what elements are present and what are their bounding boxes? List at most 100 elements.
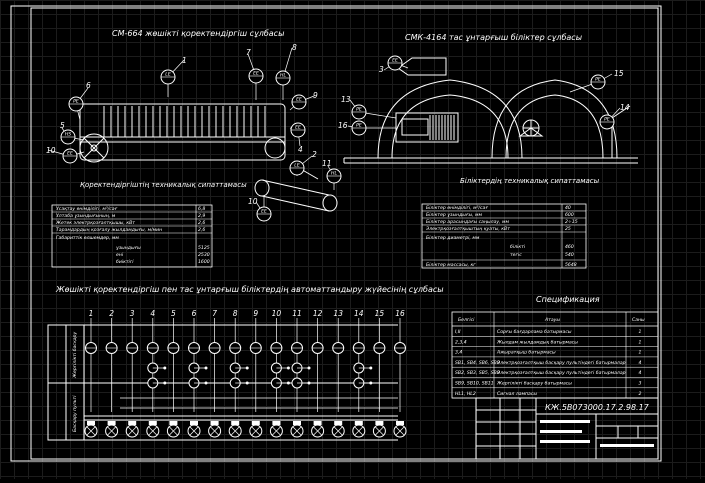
callout-tag: PE [73, 99, 79, 105]
column-number: 13 [333, 309, 343, 318]
callout-number: 15 [614, 69, 624, 78]
roller-row-5-value: 460 [565, 244, 574, 250]
automation-column-7: 7 [208, 309, 222, 438]
callout-tag: PE [356, 123, 362, 129]
roller-row-3-value: 25 [565, 226, 571, 232]
spec-code: SB9, SB10, SB11 [455, 381, 494, 387]
roller-row-2-name: Біліктер арасындағы саңылау, мм [426, 219, 509, 225]
column-number: 11 [292, 309, 302, 318]
callout-7: EE7 [246, 48, 264, 100]
callout-number: 5 [60, 121, 65, 130]
callout-4: EE4 [289, 122, 306, 154]
callout-number: 11 [322, 159, 332, 168]
callout-number: 2 [312, 150, 317, 159]
feeder-spec-table: Ұсақтау өнімділігі, м³/сағ 6,8 Ұлтаба ұз… [51, 204, 213, 268]
roller-row-1-value: 600 [565, 212, 574, 218]
automation-column-1: 1 [84, 309, 98, 438]
specification-title: Спецификация [536, 295, 600, 304]
automation-frame [47, 324, 398, 441]
spec-qty: 4 [639, 360, 642, 366]
conveyor-tail-wheel [264, 137, 286, 159]
column-number: 4 [150, 309, 155, 318]
callout-tag: EE [67, 151, 73, 157]
roller-row-1-name: Біліктер ұзындығы, мм [426, 212, 482, 218]
feeder-row-6-value: 2530 [198, 252, 210, 258]
column-number: 3 [130, 309, 135, 318]
spec-name: Сорғы бағдарлама батырмасы [497, 329, 572, 335]
callout-number: 8 [292, 43, 297, 52]
roller-row-7-value: 5648 [565, 262, 577, 268]
callout-6: PE6 [68, 81, 91, 121]
automation-column-12: 12 [311, 309, 325, 438]
callout-5: HS5 [60, 121, 85, 145]
spec-header-code: Белгісі [458, 317, 475, 323]
column-number: 6 [192, 309, 197, 318]
automation-column-4: 4 [146, 309, 167, 438]
callout-number: 1 [182, 56, 187, 65]
automation-column-9: 9 [249, 309, 263, 438]
callout-tag: PE [356, 107, 362, 113]
feeder-row-5-name: ұзындығы [116, 246, 141, 251]
automation-side-top: Жергілікті басқару [72, 332, 78, 379]
callout-number: 14 [620, 103, 630, 112]
spec-code: SB1, SB4, SB6, SB8 [455, 360, 500, 366]
crusher-scheme-title: СМК-4164 тас ұнтарғыш біліктер сұлбасы [405, 33, 582, 42]
callout-tag: LE [294, 163, 300, 169]
callout-13: PE 13 [341, 95, 397, 120]
callout-11: HL 11 [322, 159, 342, 190]
feeder-row-0-value: 6,8 [198, 206, 205, 212]
automation-column-6: 6 [187, 309, 208, 438]
automation-column-11: 11 [290, 309, 311, 438]
callout-number: 10 [248, 197, 258, 206]
roller-row-2-value: 2÷15 [565, 219, 578, 225]
spec-name: Ажыратқыш батырмасы [496, 350, 556, 356]
callout-tag: EE [296, 97, 302, 103]
callout-number: 4 [298, 145, 303, 154]
roller-row-6-value: 540 [565, 252, 574, 258]
column-number: 7 [212, 309, 217, 318]
feeder-row-1-name: Ұлтаба ұзындығының, м [56, 213, 116, 219]
column-number: 9 [253, 309, 258, 318]
roller-row-0-name: Біліктер өнімділігі, м³/сағ [426, 205, 488, 211]
title-block [475, 397, 659, 460]
feeder-row-3-value: 2,6 [198, 227, 205, 233]
spec-header-qty: Саны [632, 317, 645, 323]
feeder-row-7-name: биіктігі [116, 259, 134, 265]
automation-column-10: 10 [269, 309, 290, 438]
inner-sheet-frame [30, 7, 659, 460]
callout-tag: LE [165, 72, 171, 78]
spec-code: 2,3,4 [455, 339, 467, 345]
callout-3: EE3 [379, 55, 409, 74]
roller-spec-table: Біліктер өнімділігі, м³/сағ 40 Біліктер … [421, 203, 587, 269]
feeder-row-4-name: Габариттік өлшемдер, мм [56, 235, 119, 241]
callout-tag: HS [65, 132, 71, 138]
title-block-fills [540, 420, 654, 447]
spec-qty: 4 [639, 370, 642, 376]
outer-sheet-frame [10, 5, 662, 462]
spec-code: 3,4 [455, 350, 462, 356]
spec-header-name: Атауы [544, 317, 560, 323]
column-number: 5 [171, 309, 176, 318]
feeder-row-0-name: Ұсақтау өнімділігі, м³/сағ [56, 206, 118, 212]
roller-row-6-name: тегіс [510, 252, 522, 258]
automation-column-2: 2 [105, 309, 119, 438]
automation-scheme-title: Жөшікті қоректендіргіш пен тас ұнтарғыш … [55, 285, 444, 294]
column-number: 1 [89, 309, 94, 318]
callout-tag: EE [261, 209, 267, 215]
callout-number: 13 [341, 95, 351, 104]
spec-name: Электрқозғалтқыш басқару пультіндегі бат… [496, 370, 626, 376]
callout-tag: HL [331, 171, 337, 177]
column-number: 2 [109, 309, 114, 318]
